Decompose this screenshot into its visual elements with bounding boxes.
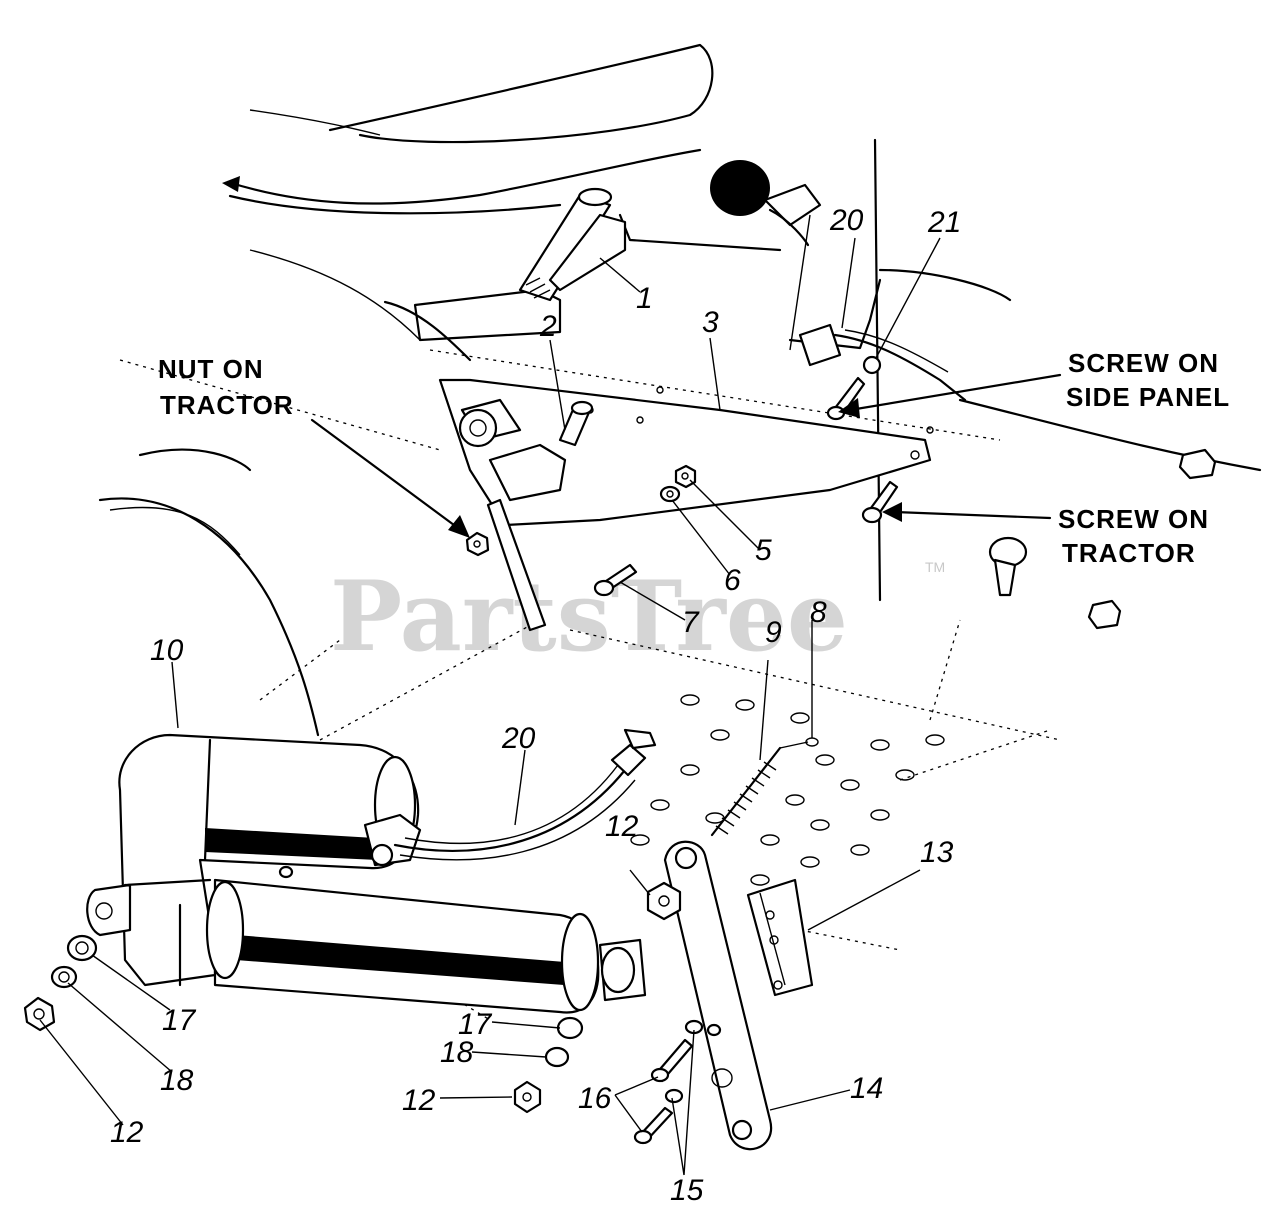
caps xyxy=(988,448,1217,630)
label-nut-on-tractor-line1: NUT ON xyxy=(158,354,264,384)
screw-on-tractor-part xyxy=(861,480,899,524)
callout-12-arm: 12 xyxy=(605,810,639,843)
leader-lines xyxy=(39,237,941,1176)
hardware-stack-center xyxy=(513,1016,584,1114)
callout-17-left: 17 xyxy=(162,1004,197,1037)
callout-21: 21 xyxy=(927,206,961,239)
callout-7: 7 xyxy=(682,606,700,639)
lift-lever xyxy=(518,187,627,302)
callout-9: 9 xyxy=(765,616,782,649)
text-labels: NUT ON TRACTOR SCREW ON SIDE PANEL SCREW… xyxy=(158,348,1230,568)
callout-18-center: 18 xyxy=(440,1036,474,1069)
label-screw-on-side-panel-line1: SCREW ON xyxy=(1068,348,1219,378)
callout-15: 15 xyxy=(670,1174,704,1207)
label-screw-on-tractor-line1: SCREW ON xyxy=(1058,504,1209,534)
callout-3: 3 xyxy=(702,306,719,339)
callout-13: 13 xyxy=(920,836,954,869)
side-panel-bracket xyxy=(798,323,967,421)
deck-holes xyxy=(630,694,945,886)
label-nut-on-tractor-line2: TRACTOR xyxy=(160,390,294,420)
nut-on-tractor-part xyxy=(465,531,490,557)
callout-12-center: 12 xyxy=(402,1084,436,1117)
callout-17-center: 17 xyxy=(458,1008,493,1041)
nut-12-arm xyxy=(646,881,682,921)
callout-2: 2 xyxy=(539,310,557,343)
callout-18-left: 18 xyxy=(160,1064,194,1097)
hardware-stack-left xyxy=(23,934,98,1032)
actuator-motor xyxy=(86,733,647,1014)
watermark: PartsTree TM xyxy=(330,559,945,673)
label-screw-on-side-panel-line2: SIDE PANEL xyxy=(1066,382,1230,412)
callout-10: 10 xyxy=(150,634,184,667)
washers-15 xyxy=(664,1019,722,1104)
callout-16: 16 xyxy=(578,1082,612,1115)
callout-1: 1 xyxy=(636,282,653,315)
callout-5: 5 xyxy=(755,534,772,567)
wire-harness-lower xyxy=(393,728,657,861)
callout-14: 14 xyxy=(850,1072,883,1105)
watermark-brand: PartsTree xyxy=(330,560,848,673)
label-screw-on-tractor-line2: TRACTOR xyxy=(1062,538,1196,568)
bolt-2 xyxy=(558,400,594,447)
nut-5 xyxy=(674,464,697,489)
washer-6 xyxy=(659,485,681,503)
lift-arm-14 xyxy=(663,840,773,1151)
callout-numbers: 1 2 3 5 6 7 8 9 10 12 12 12 13 14 15 16 … xyxy=(110,204,961,1207)
callout-8: 8 xyxy=(810,596,827,629)
callout-20-top: 20 xyxy=(829,204,864,237)
callout-20-lower: 20 xyxy=(501,722,536,755)
bracket-13 xyxy=(746,878,814,997)
bolts-16 xyxy=(633,1038,694,1145)
ignition-knob xyxy=(710,160,822,247)
spring-9 xyxy=(710,737,819,837)
callout-12-left: 12 xyxy=(110,1116,144,1149)
label-arrows xyxy=(310,373,1062,538)
screw-7 xyxy=(593,563,638,597)
callout-6: 6 xyxy=(724,564,741,597)
watermark-trademark: TM xyxy=(925,559,945,575)
